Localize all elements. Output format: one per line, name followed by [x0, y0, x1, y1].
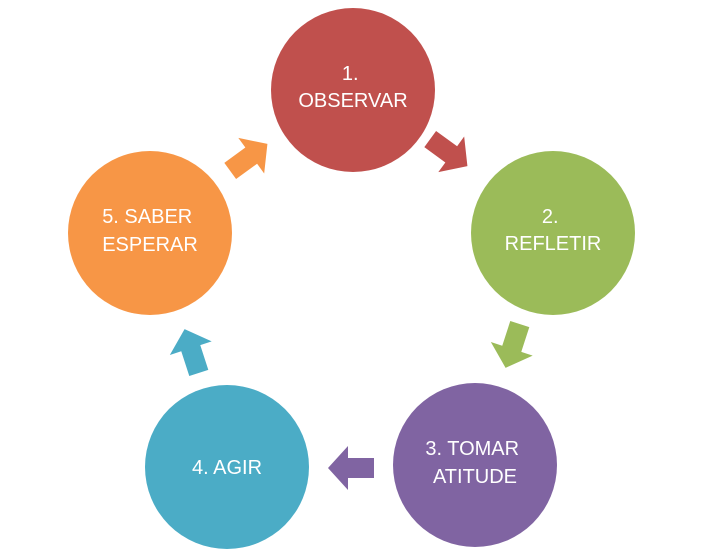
step-label-line: OBSERVAR [298, 90, 407, 112]
step-node-4: 4. AGIR [145, 385, 309, 549]
step-circle [271, 8, 435, 172]
step-circle [471, 151, 635, 315]
step-label-line: ESPERAR [102, 234, 198, 256]
step-circle [393, 383, 557, 547]
arrow-3-to-4 [328, 446, 374, 490]
step-label: 5. SABER ESPERAR [102, 206, 198, 256]
arrow-2-to-3 [490, 320, 533, 368]
right-arrow-icon [328, 446, 374, 490]
arrow-4-to-5 [169, 329, 212, 377]
step-label: 2. REFLETIR [505, 206, 602, 255]
right-arrow-icon [424, 130, 468, 173]
step-label-line: ATITUDE [433, 466, 517, 488]
right-arrow-icon [490, 320, 533, 368]
step-circle [68, 151, 232, 315]
arrow-1-to-2 [424, 130, 468, 173]
step-node-5: 5. SABER ESPERAR [68, 151, 232, 315]
step-label-line: REFLETIR [505, 233, 602, 255]
step-node-3: 3. TOMAR ATITUDE [393, 383, 557, 547]
right-arrow-icon [169, 329, 212, 377]
step-label: 4. AGIR [192, 457, 262, 479]
step-label-line: 2. [542, 206, 559, 228]
step-node-1: 1. OBSERVAR [271, 8, 435, 172]
step-circle [145, 385, 309, 549]
step-label-line: 5. SABER [102, 206, 192, 228]
arrow-5-to-1 [224, 137, 268, 180]
step-node-2: 2. REFLETIR [471, 151, 635, 315]
step-label: 3. TOMAR ATITUDE [425, 438, 524, 488]
step-label-line: 4. AGIR [192, 457, 262, 479]
step-label: 1. OBSERVAR [298, 63, 407, 112]
step-label-line: 1. [342, 63, 359, 85]
step-label-line: 3. TOMAR [425, 438, 519, 460]
right-arrow-icon [224, 137, 268, 180]
